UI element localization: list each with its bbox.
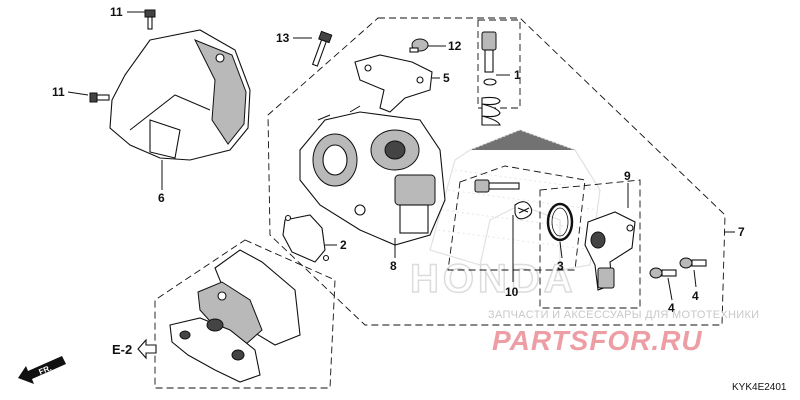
leader-3 <box>559 241 563 259</box>
insulator-frame <box>154 239 336 389</box>
leader-11-left <box>67 91 89 96</box>
screw-4-left <box>649 267 677 279</box>
callout-6: 6 <box>158 191 165 205</box>
injector-1 <box>481 31 501 126</box>
callout-2: 2 <box>340 238 347 252</box>
callout-11-left: 11 <box>52 85 65 99</box>
diagram-code: KYK4E2401 <box>732 382 787 393</box>
reference-label: E-2 <box>112 342 132 357</box>
callout-8: 8 <box>390 259 397 273</box>
callout-1: 1 <box>514 68 521 82</box>
o-ring-3 <box>546 202 574 242</box>
callout-9: 9 <box>624 169 631 183</box>
bolt-11-left <box>89 92 110 103</box>
callout-7: 7 <box>738 225 745 239</box>
front-direction-label: FR. <box>37 363 52 376</box>
sensor-kit-frame <box>539 179 641 309</box>
screw-4-right <box>679 257 707 269</box>
leader-4-right <box>693 269 697 288</box>
callout-5: 5 <box>443 71 450 85</box>
site-logo-watermark: PARTSFOR.RU <box>492 325 703 356</box>
callout-3: 3 <box>557 259 564 273</box>
injector-kit-frame <box>477 19 521 109</box>
bolt-13 <box>311 30 333 67</box>
reference-arrow-icon <box>137 338 157 360</box>
honda-logo-watermark: HONDA <box>410 257 577 301</box>
bypass-kit-frame <box>447 165 586 271</box>
callout-4-left: 4 <box>668 301 675 315</box>
front-direction-arrow-icon <box>18 356 66 384</box>
site-caption-watermark: ЗАПЧАСТИ И АКСЕССУАРЫ ДЛЯ МОТОТЕХНИКИ <box>488 309 759 321</box>
throttle-body-8 <box>299 105 446 246</box>
insulator-part <box>169 249 301 383</box>
leader-4-left <box>667 277 673 301</box>
honda-wing-watermark <box>429 129 601 271</box>
bypass-screw-10 <box>474 179 533 220</box>
gasket-2 <box>282 214 330 263</box>
callout-4-right: 4 <box>692 289 699 303</box>
callout-12: 12 <box>448 39 462 53</box>
bracket-5 <box>354 54 433 113</box>
throttle-body-assembly-frame <box>267 17 726 326</box>
callout-13: 13 <box>276 31 290 45</box>
callout-11-top: 11 <box>110 5 123 19</box>
screw-12 <box>409 38 429 53</box>
bolt-11-top <box>144 9 156 30</box>
cover-part <box>109 29 251 161</box>
callout-10: 10 <box>505 285 519 299</box>
sensor-9 <box>584 211 636 291</box>
